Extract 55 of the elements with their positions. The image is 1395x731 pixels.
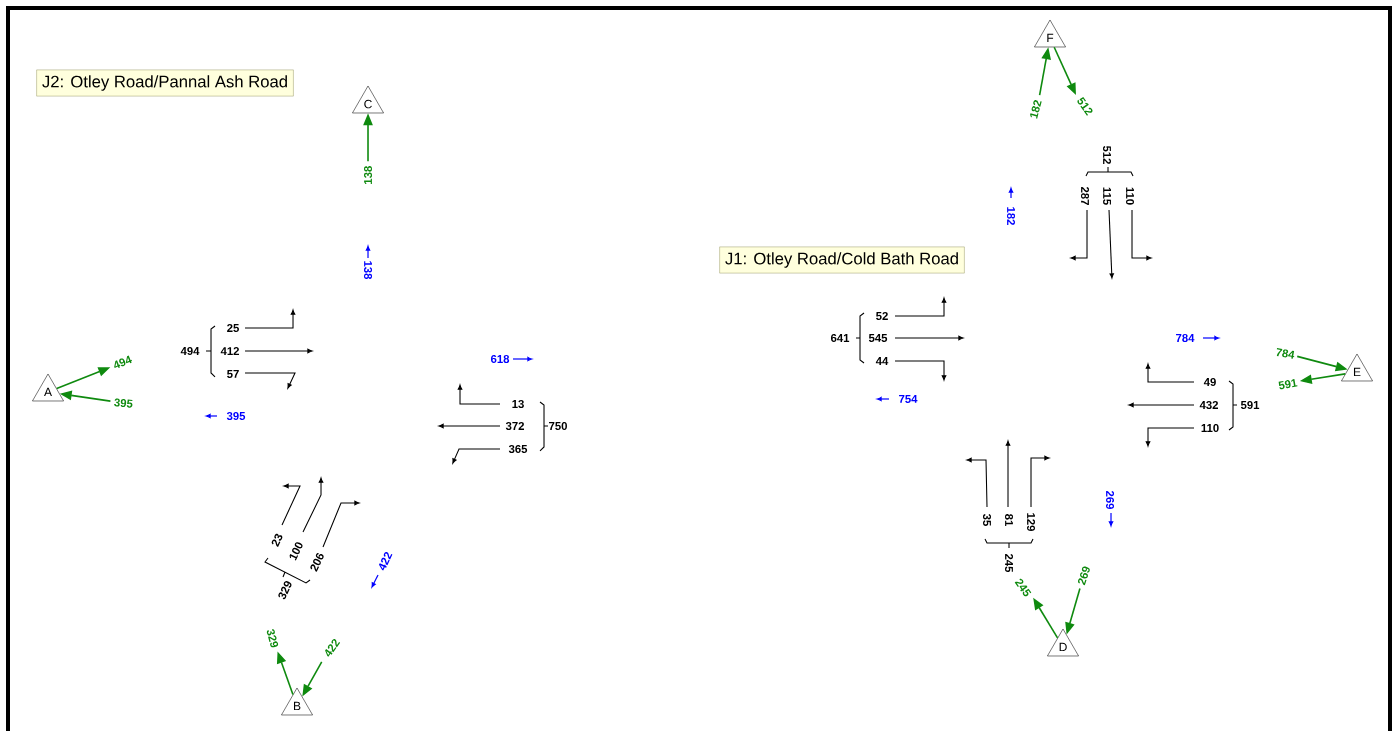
edge-label: 182 xyxy=(1027,97,1044,121)
flow-count: 100 xyxy=(289,542,303,561)
link-flow-count: 269 xyxy=(1106,490,1114,509)
flow-count: 372 xyxy=(505,422,524,430)
junction-label-box: J2: Otley Road/Pannal Ash Road xyxy=(36,69,294,97)
edge-label: 395 xyxy=(112,396,135,410)
flow-count: 365 xyxy=(508,445,528,453)
flow-count: 13 xyxy=(512,400,524,408)
flow-count: 206 xyxy=(310,553,324,572)
zone-triangle: F xyxy=(1034,19,1066,48)
flow-count: 57 xyxy=(227,370,239,378)
flow-count: 115 xyxy=(1103,187,1111,205)
link-flow-count: 395 xyxy=(226,412,246,420)
edge-label: 422 xyxy=(321,635,343,660)
flow-count: 750 xyxy=(549,422,567,430)
flow-count: 35 xyxy=(983,513,991,526)
zone-triangle: E xyxy=(1341,353,1373,382)
zone-triangle: D xyxy=(1047,628,1079,657)
flow-count: 591 xyxy=(1240,401,1260,409)
link-flow-count: 182 xyxy=(1007,207,1015,225)
flow-count: 287 xyxy=(1081,186,1089,205)
flow-count: 52 xyxy=(876,312,888,320)
link-flow-count: 784 xyxy=(1176,334,1195,342)
zone-triangle: B xyxy=(281,687,313,716)
flow-count: 23 xyxy=(271,533,283,547)
edge-label: 591 xyxy=(1276,376,1300,392)
flow-count: 494 xyxy=(180,347,200,355)
edge-label: 269 xyxy=(1075,563,1093,588)
edge-label: 245 xyxy=(1012,575,1034,600)
flow-count: 110 xyxy=(1126,187,1134,205)
flow-count: 545 xyxy=(868,334,888,342)
edge-label: 494 xyxy=(110,353,135,372)
flow-count: 432 xyxy=(1199,401,1218,409)
link-flow-count: 422 xyxy=(379,551,393,571)
flow-count: 641 xyxy=(830,334,850,342)
edge-label: 138 xyxy=(362,164,374,186)
link-flow-count: 138 xyxy=(364,261,372,280)
link-flow-count: 754 xyxy=(899,395,918,403)
junction-label-box: J1: Otley Road/Cold Bath Road xyxy=(719,246,965,274)
zone-triangle: A xyxy=(32,373,64,402)
flow-count: 329 xyxy=(278,581,292,600)
flow-count: 412 xyxy=(220,347,239,355)
flow-count: 81 xyxy=(1005,514,1013,526)
edge-label: 784 xyxy=(1273,346,1297,361)
flow-count: 49 xyxy=(1203,378,1216,386)
flow-count: 25 xyxy=(227,324,239,332)
link-flow-count: 618 xyxy=(490,355,510,363)
flow-count: 44 xyxy=(875,357,889,365)
flow-count: 110 xyxy=(1201,424,1219,432)
flow-count: 129 xyxy=(1027,513,1035,531)
zone-triangle: C xyxy=(352,85,384,114)
flow-count: 512 xyxy=(1103,145,1111,164)
edge-label: 329 xyxy=(264,626,281,651)
edge-label: 512 xyxy=(1074,94,1096,119)
flow-count: 245 xyxy=(1005,553,1013,573)
